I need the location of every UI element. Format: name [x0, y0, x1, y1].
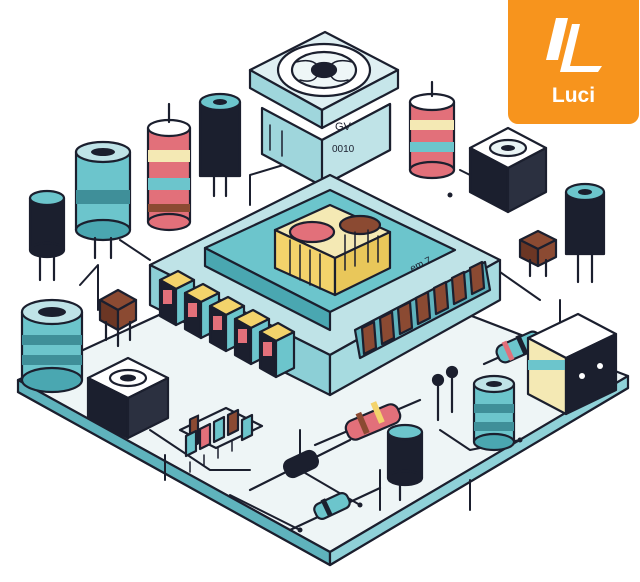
heat-sink-fins: em 7 [353, 255, 492, 360]
led-leads [431, 365, 459, 422]
transformer [273, 203, 392, 297]
small-resistor [288, 486, 382, 532]
logo-badge: Luci [508, 0, 639, 124]
dark-capacitor [198, 92, 242, 198]
axial-resistor [313, 398, 422, 447]
tall-capacitor-right [564, 182, 606, 284]
transistor [98, 288, 138, 348]
front-capacitor [386, 423, 424, 502]
relay-row [158, 269, 296, 379]
capacitor-right-front [472, 374, 516, 452]
power-supply-module: GV 0010 [260, 102, 392, 188]
diode [248, 438, 352, 492]
inductor-block [86, 356, 170, 440]
transistor-right [518, 229, 558, 278]
relay-module [526, 312, 618, 416]
cooling-fan [248, 30, 400, 130]
luci-logo-icon [546, 18, 602, 72]
large-capacitor [20, 298, 84, 394]
board-label-left: GV [335, 121, 352, 133]
resistor-array [178, 406, 264, 473]
pcb-board [16, 248, 630, 567]
electrolytic-capacitor [74, 140, 132, 260]
board-label-right: 0010 [332, 144, 355, 155]
power-resistor [146, 102, 192, 232]
logo-text: Luci [551, 84, 596, 107]
buzzer-block [468, 126, 548, 214]
small-capacitor [28, 189, 66, 282]
striped-resistor-right [408, 80, 456, 180]
